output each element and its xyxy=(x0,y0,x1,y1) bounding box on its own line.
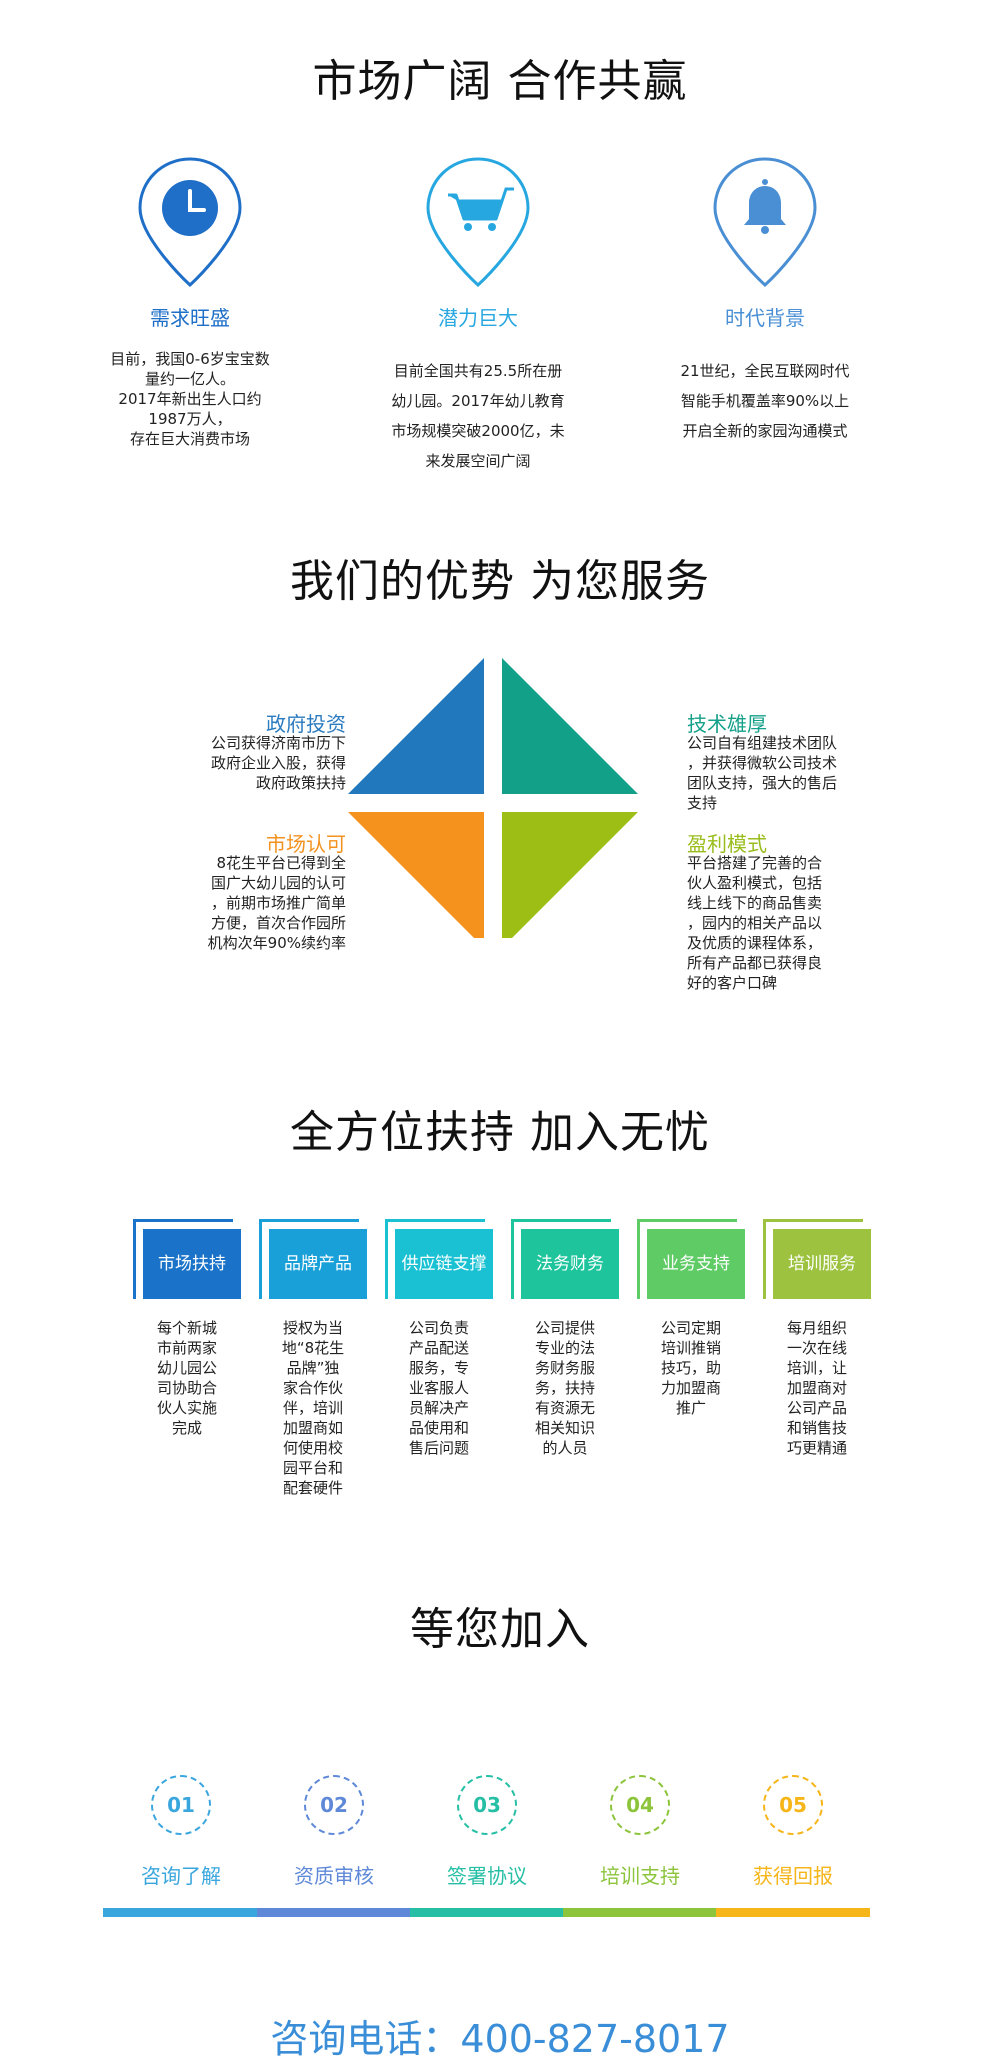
step-number-04: 04 xyxy=(610,1775,670,1835)
step-label-return: 获得回报 xyxy=(753,1864,833,1888)
diamond-quadrant-teal xyxy=(502,658,638,794)
bell-icon xyxy=(744,179,786,234)
service-text-business: 公司定期培训推销 技巧，助力加盟商 推广 xyxy=(660,1319,721,1417)
feature-title-potential: 潜力巨大 xyxy=(438,306,518,330)
feature-title-era: 时代背景 xyxy=(725,306,805,330)
step-label-sign: 签署协议 xyxy=(447,1864,527,1888)
advantage-text-market: 8花生平台已得到全 国广大幼儿园的认可 ，前期市场推广简单 方便，首次合作园所 … xyxy=(207,854,346,952)
service-card-business: 业务支持 xyxy=(637,1219,745,1299)
step-number-05: 05 xyxy=(763,1775,823,1835)
service-label-market: 市场扶持 xyxy=(143,1229,241,1299)
era-pin-icon xyxy=(713,157,817,288)
step-label-training: 培训支持 xyxy=(600,1864,680,1888)
advantage-title-market: 市场认可 xyxy=(266,832,346,856)
progress-bar-segment-4 xyxy=(563,1908,716,1917)
step-number-01: 01 xyxy=(151,1775,211,1835)
section-title-support: 全方位扶持 加入无忧 xyxy=(290,1107,710,1158)
progress-bar-segment-3 xyxy=(410,1908,563,1917)
service-label-business: 业务支持 xyxy=(647,1229,745,1299)
service-card-legal: 法务财务 xyxy=(511,1219,619,1299)
advantage-text-gov: 公司获得济南市历下 政府企业入股，获得 政府政策扶持 xyxy=(210,734,346,792)
section-title-advantages: 我们的优势 为您服务 xyxy=(290,556,710,607)
diamond-quadrant-orange xyxy=(348,812,484,938)
progress-bar-segment-2 xyxy=(257,1908,410,1917)
diamond-quadrant-blue xyxy=(348,658,484,794)
advantage-text-tech: 公司自有组建技术团队 ，并获得微软公司技术 团队支持，强大的售后 支持 xyxy=(687,734,838,812)
demand-pin-icon xyxy=(138,157,242,288)
step-label-consult: 咨询了解 xyxy=(141,1864,221,1888)
cart-icon xyxy=(448,187,514,231)
service-card-brand: 品牌产品 xyxy=(259,1219,367,1299)
service-text-legal: 公司提供专业的法 务财务服务，扶持 有资源无相关知识 的人员 xyxy=(534,1319,595,1457)
advantage-title-gov: 政府投资 xyxy=(266,712,346,736)
feature-text-era: 21世纪，全民互联网时代 智能手机覆盖率90%以上 开启全新的家园沟通模式 xyxy=(680,362,850,440)
advantage-diamond xyxy=(348,658,638,938)
service-card-training: 培训服务 xyxy=(763,1219,871,1299)
progress-bar-segment-1 xyxy=(103,1908,257,1917)
service-card-supply: 供应链支撑 xyxy=(385,1219,493,1299)
service-text-market: 每个新城市前两家 幼儿园公司协助合 伙人实施完成 xyxy=(156,1319,217,1437)
advantage-title-profit: 盈利模式 xyxy=(687,832,767,856)
step-number-03: 03 xyxy=(457,1775,517,1835)
feature-text-demand: 目前，我国0-6岁宝宝数 量约一亿人。 2017年新出生人口约 1987万人， … xyxy=(110,350,270,448)
step-number-02: 02 xyxy=(304,1775,364,1835)
service-label-legal: 法务财务 xyxy=(521,1229,619,1299)
section-title-market: 市场广阔 合作共赢 xyxy=(312,56,688,107)
service-label-training: 培训服务 xyxy=(773,1229,871,1299)
potential-pin-icon xyxy=(426,157,530,288)
contact-phone[interactable]: 咨询电话：400-827-8017 xyxy=(270,2017,730,2061)
section-title-join: 等您加入 xyxy=(410,1604,590,1655)
service-label-supply: 供应链支撑 xyxy=(395,1229,493,1299)
service-card-market: 市场扶持 xyxy=(133,1219,241,1299)
progress-bar-segment-5 xyxy=(716,1908,870,1917)
service-text-training: 每月组织一次在线 培训，让加盟商对 公司产品和销售技 巧更精通 xyxy=(786,1319,847,1457)
step-label-review: 资质审核 xyxy=(294,1864,374,1888)
diamond-quadrant-green xyxy=(502,812,638,938)
service-text-brand: 授权为当地“8花生 品牌”独家合作伙 伴，培训加盟商如 何使用校园平台和 配套硬… xyxy=(281,1319,345,1497)
feature-title-demand: 需求旺盛 xyxy=(150,306,230,330)
service-label-brand: 品牌产品 xyxy=(269,1229,367,1299)
feature-text-potential: 目前全国共有25.5所在册 幼儿园。2017年幼儿教育 市场规模突破2000亿，… xyxy=(391,362,565,470)
advantage-text-profit: 平台搭建了完善的合 伙人盈利模式，包括 线上线下的商品售卖 ，园内的相关产品以 … xyxy=(687,854,823,992)
service-text-supply: 公司负责产品配送 服务，专业客服人 员解决产品使用和 售后问题 xyxy=(408,1319,469,1457)
advantage-title-tech: 技术雄厚 xyxy=(687,712,767,736)
